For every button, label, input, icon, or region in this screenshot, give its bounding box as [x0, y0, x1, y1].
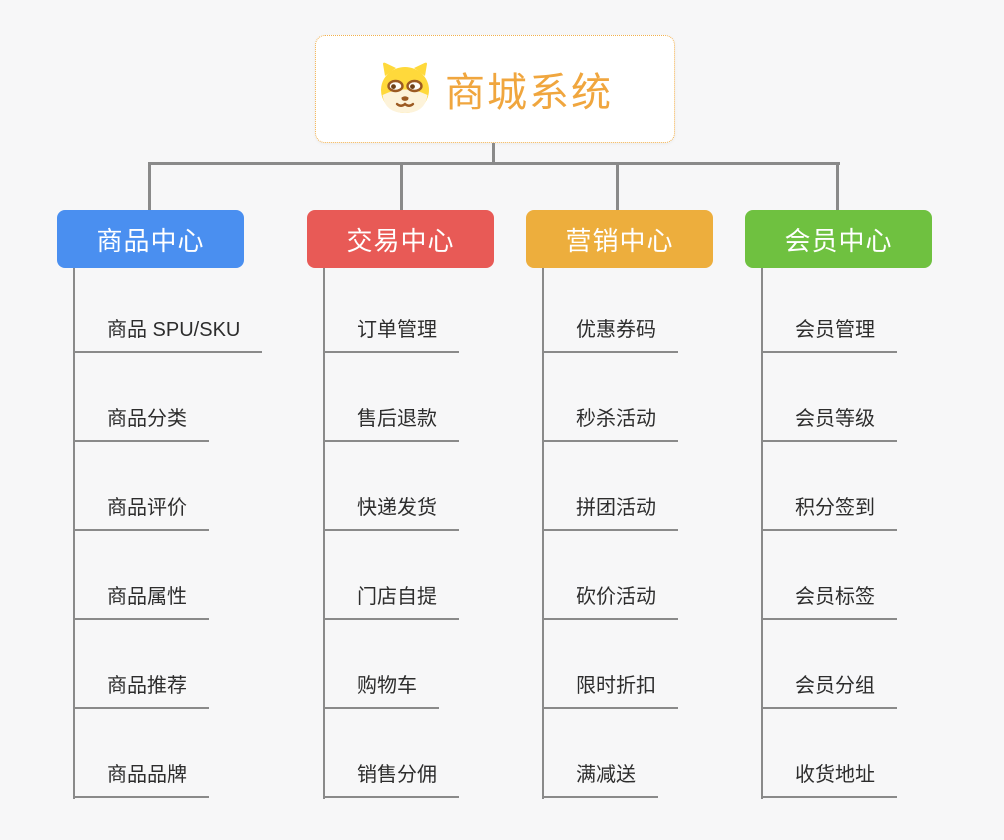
leaf-node[interactable]: 积分签到: [761, 493, 897, 531]
branch-label: 营销中心: [565, 225, 674, 256]
leaf-node[interactable]: 满减送: [542, 760, 658, 798]
leaf-node[interactable]: 订单管理: [323, 315, 459, 353]
branch-node-trade[interactable]: 交易中心: [307, 210, 494, 268]
connector-drop-trade: [400, 162, 403, 210]
leaf-node[interactable]: 门店自提: [323, 582, 459, 620]
leaf-node[interactable]: 快递发货: [323, 493, 459, 531]
connector-drop-marketing: [616, 162, 619, 210]
branch-node-marketing[interactable]: 营销中心: [526, 210, 713, 268]
leaf-node[interactable]: 商品分类: [73, 404, 209, 442]
leaf-node[interactable]: 优惠券码: [542, 315, 678, 353]
connector-trunk-trade: [323, 268, 325, 799]
leaf-node[interactable]: 商品评价: [73, 493, 209, 531]
connector-drop-products: [148, 162, 151, 210]
leaf-node[interactable]: 商品属性: [73, 582, 209, 620]
connector-trunk-members: [761, 268, 763, 799]
branch-label: 会员中心: [784, 225, 893, 256]
root-title: 商城系统: [445, 71, 613, 115]
connector-trunk-products: [73, 268, 75, 799]
branch-node-members[interactable]: 会员中心: [745, 210, 932, 268]
leaf-node[interactable]: 会员标签: [761, 582, 897, 620]
leaf-node[interactable]: 砍价活动: [542, 582, 678, 620]
branch-label: 交易中心: [346, 225, 455, 256]
connector-drop-members: [836, 162, 839, 210]
leaf-node[interactable]: 会员管理: [761, 315, 897, 353]
leaf-node[interactable]: 拼团活动: [542, 493, 678, 531]
root-node[interactable]: 商城系统: [315, 35, 675, 143]
leaf-node[interactable]: 收货地址: [761, 760, 897, 798]
connector-root-stub: [492, 143, 495, 164]
leaf-node[interactable]: 商品品牌: [73, 760, 209, 798]
connector-trunk-marketing: [542, 268, 544, 799]
leaf-node[interactable]: 售后退款: [323, 404, 459, 442]
leaf-node[interactable]: 购物车: [323, 671, 439, 709]
leaf-node[interactable]: 秒杀活动: [542, 404, 678, 442]
leaf-node[interactable]: 销售分佣: [323, 760, 459, 798]
leaf-node[interactable]: 商品推荐: [73, 671, 209, 709]
connector-bus-line: [148, 162, 840, 165]
leaf-node[interactable]: 会员分组: [761, 671, 897, 709]
leaf-node[interactable]: 限时折扣: [542, 671, 678, 709]
branch-node-products[interactable]: 商品中心: [57, 210, 244, 268]
dog-face-icon: [381, 62, 429, 113]
leaf-node[interactable]: 会员等级: [761, 404, 897, 442]
leaf-node[interactable]: 商品 SPU/SKU: [73, 315, 263, 353]
branch-label: 商品中心: [96, 225, 205, 256]
